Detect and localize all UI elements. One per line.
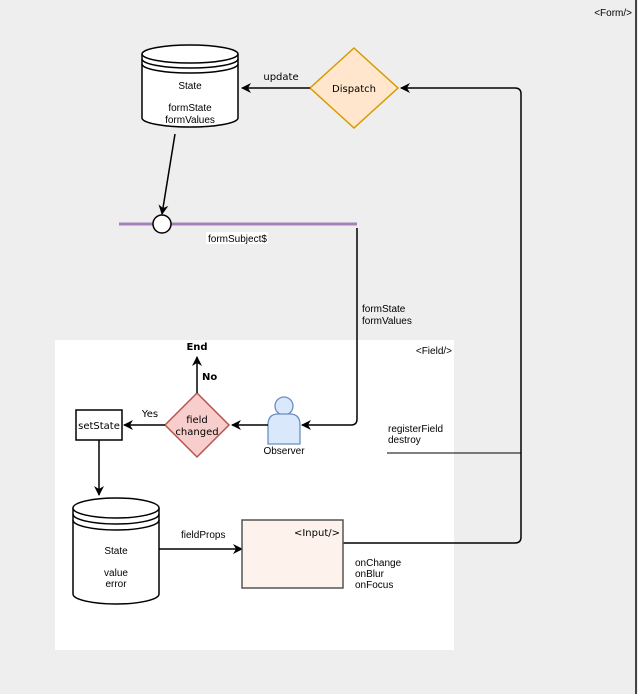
form-state-store[interactable]: State formState formValues bbox=[141, 44, 239, 128]
subject-to-observer-edge bbox=[301, 228, 358, 430]
input-component-label: <Input/> bbox=[294, 528, 340, 539]
register-label-line1: registerField bbox=[388, 424, 443, 435]
update-edge-label: update bbox=[263, 72, 298, 83]
field-container-label: <Field/> bbox=[416, 346, 452, 357]
no-edge-label: No bbox=[202, 372, 217, 383]
subject-edge-label-line1: formState bbox=[362, 304, 406, 315]
input-event-onblur: onBlur bbox=[355, 569, 385, 580]
end-node: End bbox=[186, 342, 207, 353]
input-event-onfocus: onFocus bbox=[355, 580, 393, 591]
field-props-label: fieldProps bbox=[181, 530, 225, 541]
register-label-line2: destroy bbox=[388, 435, 421, 446]
field-changed-decision[interactable]: field changed bbox=[163, 391, 231, 459]
input-events-label-bg bbox=[352, 556, 412, 592]
dispatch-label: Dispatch bbox=[332, 84, 376, 95]
observer-label: Observer bbox=[263, 446, 305, 457]
field-state-title: State bbox=[104, 546, 128, 557]
yes-edge-label: Yes bbox=[141, 409, 158, 420]
input-component[interactable]: <Input/> bbox=[241, 519, 344, 589]
state-to-subject-edge bbox=[158, 133, 176, 215]
canvas-right-border bbox=[635, 0, 637, 694]
input-event-onchange: onChange bbox=[355, 558, 402, 569]
decision-label-line2: changed bbox=[175, 427, 218, 438]
form-subject-label-bg bbox=[206, 232, 268, 244]
subject-edge-label-line2: formValues bbox=[362, 316, 412, 327]
set-state-node[interactable]: setState bbox=[75, 409, 123, 441]
user-icon bbox=[267, 396, 301, 445]
form-container-label: <Form/> bbox=[594, 8, 632, 19]
form-subject-label: formSubject$ bbox=[208, 234, 267, 245]
form-state-line1: formState bbox=[168, 103, 212, 114]
field-state-line2: error bbox=[105, 579, 127, 590]
set-state-label: setState bbox=[78, 421, 120, 432]
form-state-title: State bbox=[178, 81, 202, 92]
form-subject-subscribe-point bbox=[152, 214, 172, 234]
dispatch-node[interactable]: Dispatch bbox=[308, 46, 400, 130]
form-state-line2: formValues bbox=[165, 115, 215, 126]
observer-node[interactable]: Observer bbox=[263, 396, 305, 457]
input-to-dispatch-edge bbox=[343, 83, 522, 544]
field-state-line1: value bbox=[104, 568, 128, 579]
decision-label-line1: field bbox=[186, 415, 208, 426]
field-state-store[interactable]: State value error bbox=[72, 497, 160, 605]
